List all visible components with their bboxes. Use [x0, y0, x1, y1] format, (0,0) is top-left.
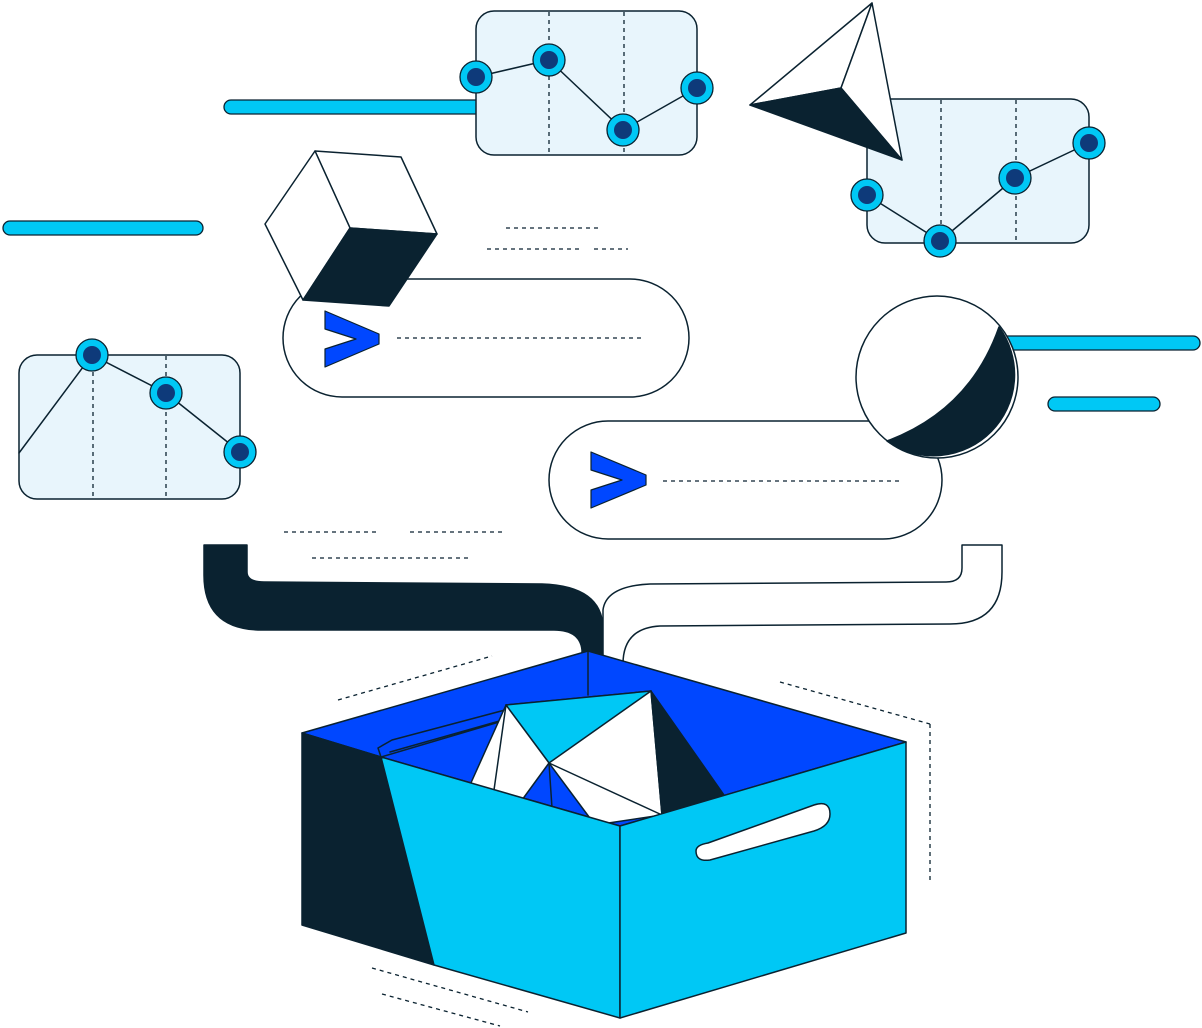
dark-pipe [203, 544, 604, 665]
chart-point [923, 224, 957, 258]
pyramid-icon [749, 2, 903, 161]
box-right [619, 741, 907, 1019]
chart-panel-right [850, 98, 1106, 258]
chart-point [998, 161, 1032, 195]
chart-panel-left [18, 338, 257, 500]
bar-top-left [223, 99, 483, 115]
bar-left [2, 220, 204, 236]
paper-shape [469, 690, 725, 826]
decorative-bars [2, 99, 1201, 412]
chevron-right-icon [324, 310, 380, 368]
prompt-pill-upper [282, 278, 690, 398]
bar-right-short [1047, 396, 1161, 412]
chart-point [680, 71, 714, 105]
decorative-dashes [284, 227, 931, 1027]
chart-point [75, 338, 109, 372]
chevron-right-icon [590, 451, 647, 509]
bar-right [999, 335, 1201, 351]
outline-pipe [602, 544, 1003, 665]
sphere-icon [855, 295, 1019, 459]
chart-point [149, 376, 183, 410]
chart-point [459, 60, 493, 94]
chart-point [606, 113, 640, 147]
chart-point [1072, 126, 1106, 160]
cube-icon [264, 150, 438, 307]
box-handle [695, 802, 831, 862]
chart-point [532, 43, 566, 77]
data-pipes [203, 544, 1003, 665]
open-box-icon [301, 650, 907, 1019]
chart-point [850, 178, 884, 212]
prompt-pill-lower [548, 420, 943, 540]
chart-panel-top [459, 10, 714, 156]
chart-point [223, 435, 257, 469]
